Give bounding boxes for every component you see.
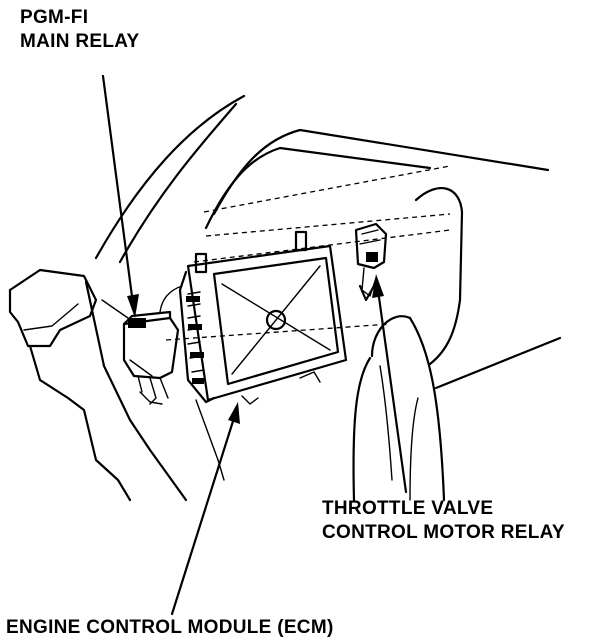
engine-control-module	[178, 230, 348, 481]
throttle-label-line2: CONTROL MOTOR RELAY	[322, 522, 565, 543]
pgm-fi-main-relay-label: PGM-FI MAIN RELAY	[20, 6, 139, 54]
throttle-label-line1: THROTTLE VALVE	[322, 498, 494, 519]
leader-arrows	[101, 74, 408, 616]
dashboard-left-end	[8, 268, 188, 502]
throttle-valve-relay-label: THROTTLE VALVE CONTROL MOTOR RELAY	[322, 497, 565, 545]
ecm-arrow	[170, 402, 240, 616]
reference-lines	[165, 165, 451, 341]
pgm-fi-relay-arrow	[101, 74, 139, 318]
throttle-valve-control-motor-relay	[354, 222, 388, 302]
throttle-relay-arrow	[372, 274, 408, 494]
pgm-fi-label-line1: PGM-FI	[20, 7, 89, 28]
passenger-seat	[352, 187, 562, 502]
a-pillar	[94, 94, 550, 264]
pgm-fi-label-line2: MAIN RELAY	[20, 31, 140, 52]
ecm-label: ENGINE CONTROL MODULE (ECM)	[6, 617, 334, 638]
pgm-fi-main-relay	[122, 285, 183, 405]
